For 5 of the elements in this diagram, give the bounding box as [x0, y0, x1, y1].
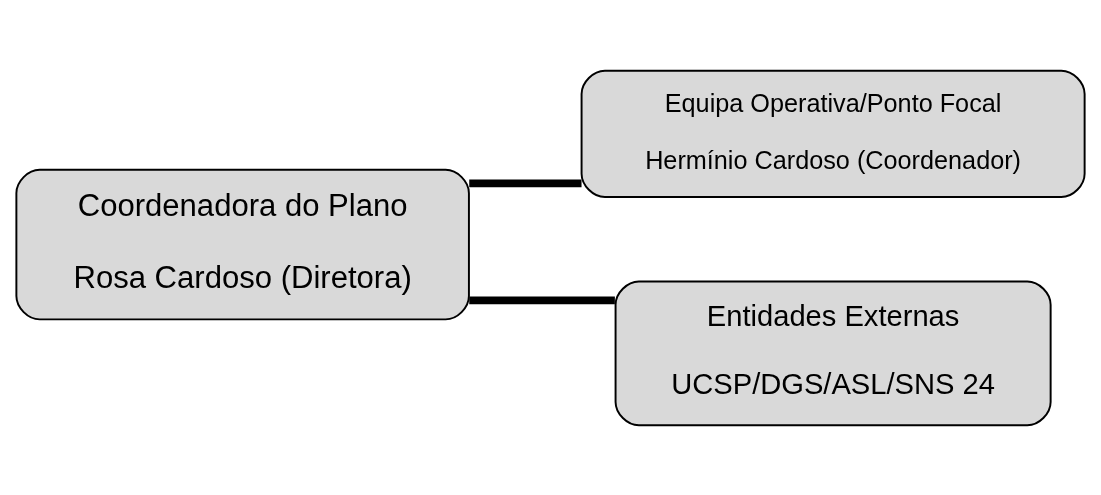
connector: [469, 296, 615, 304]
node-box: Coordenadora do Plano Rosa Cardoso (Diretora): [15, 168, 470, 320]
node-box: Entidades Externas UCSP/DGS/ASL/SNS 24: [614, 280, 1052, 426]
connector: [469, 179, 582, 187]
node-box: Equipa Operativa/Ponto Focal Hermínio Cardoso (Coordenador): [580, 69, 1086, 198]
